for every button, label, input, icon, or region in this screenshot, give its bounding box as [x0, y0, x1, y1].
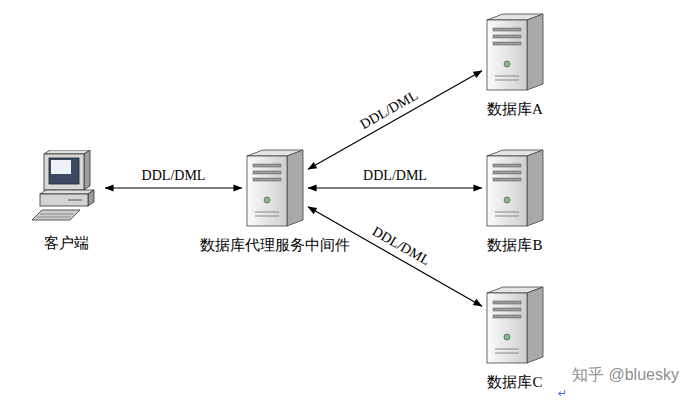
connector-arrow	[105, 187, 242, 188]
icon-part	[527, 150, 543, 226]
node-label: 数据库C	[487, 373, 542, 391]
icon-part	[68, 200, 82, 201]
icon-part	[487, 293, 527, 363]
icon-part	[287, 150, 303, 226]
icon-part	[32, 210, 80, 220]
icon-part	[527, 14, 543, 90]
icon-part	[49, 158, 79, 184]
icon-part	[495, 353, 519, 354]
icon-part	[495, 76, 519, 77]
icon-part	[487, 20, 527, 90]
icon-part	[493, 178, 521, 181]
icon-part	[495, 80, 519, 81]
edge-label: DDL/DML	[361, 168, 429, 183]
icon-holder	[485, 12, 545, 92]
icon-part	[264, 197, 270, 203]
note-mark: ↵	[558, 388, 567, 400]
server-node: 数据库代理服务中间件	[200, 148, 350, 254]
icon-holder	[485, 148, 545, 228]
server-icon	[245, 148, 305, 228]
icon-part	[253, 164, 281, 167]
server-icon	[485, 12, 545, 92]
node-label: 客户端	[44, 234, 89, 252]
connector-arrow	[308, 71, 482, 170]
connector-arrow	[308, 207, 482, 306]
icon-part	[493, 308, 521, 311]
server-node: 数据库A	[485, 12, 545, 118]
icon-part	[88, 190, 94, 206]
icon-part	[253, 171, 281, 174]
icon-part	[247, 156, 287, 226]
icon-part	[37, 217, 71, 218]
server-icon	[485, 148, 545, 228]
icon-part	[253, 178, 281, 181]
server-node: 数据库C	[485, 285, 545, 391]
icon-part	[40, 190, 94, 194]
icon-part	[493, 301, 521, 304]
client-node: 客户端	[30, 150, 102, 252]
icon-part	[504, 197, 510, 203]
icon-part	[495, 349, 519, 350]
icon-part	[487, 156, 527, 226]
icon-part	[44, 150, 90, 154]
connector-arrow	[308, 187, 482, 188]
watermark: 知乎 @bluesky	[572, 366, 679, 384]
icon-part	[495, 212, 519, 213]
icon-part	[40, 214, 74, 215]
icon-part	[495, 216, 519, 217]
icon-holder	[485, 285, 545, 365]
icon-part	[493, 164, 521, 167]
icon-part	[84, 150, 90, 190]
icon-part	[40, 194, 88, 206]
icon-part	[493, 42, 521, 45]
node-label: 数据库B	[487, 236, 542, 254]
node-label: 数据库A	[487, 100, 543, 118]
icon-part	[493, 315, 521, 318]
icon-part	[493, 35, 521, 38]
icon-part	[527, 287, 543, 363]
icon-part	[504, 334, 510, 340]
icon-part	[255, 216, 279, 217]
icon-part	[255, 212, 279, 213]
edge-label: DDL/DML	[140, 168, 208, 183]
server-node: 数据库B	[485, 148, 545, 254]
icon-part	[493, 171, 521, 174]
icon-holder	[245, 148, 305, 228]
computer-icon	[30, 150, 102, 226]
server-icon	[485, 285, 545, 365]
node-label: 数据库代理服务中间件	[200, 236, 350, 254]
icon-holder	[30, 150, 102, 226]
icon-part	[493, 28, 521, 31]
icon-part	[504, 61, 510, 67]
icon-part	[51, 160, 71, 174]
icon-part	[44, 154, 84, 190]
